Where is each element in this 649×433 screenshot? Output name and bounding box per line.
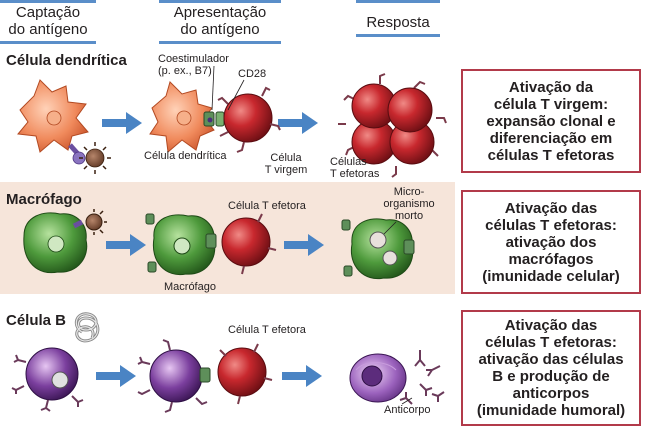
presentation-header-line-top (159, 0, 281, 3)
capture-header-line-bottom (0, 41, 96, 44)
bcell-outcome-box: Ativação das células T efetoras: ativaçã… (461, 310, 641, 426)
dead-microbe-label: Micro- organismo morto (383, 186, 435, 222)
dendritic-outcome-box: Ativação da célula T virgem: expansão cl… (461, 69, 641, 173)
macrophage-row-title: Macrófago (6, 191, 82, 208)
presentation-header-line-bottom (159, 41, 281, 44)
macrophage-arrow-2 (284, 234, 324, 256)
macrophage-capture (23, 209, 107, 274)
effector-t-cell-label-macrophage-row: Célula T efetora (228, 200, 306, 212)
effector-t-cell-label-bcell-row: Célula T efetora (228, 324, 306, 336)
effector-t-cells-label: Células T efetoras (330, 156, 380, 180)
response-header: Resposta (366, 14, 430, 31)
dendritic-cell-capture (17, 79, 89, 153)
effector-t-cell-macrophage-row (221, 213, 277, 275)
costimulator-label: Coestimulador (p. ex., B7) (158, 53, 229, 77)
naive-t-cell (217, 86, 281, 153)
b-cell-capture (11, 347, 84, 412)
presentation-header: Apresentação do antígeno (173, 4, 267, 38)
macrophage-label: Macrófago (164, 281, 216, 293)
cd28-label: CD28 (238, 68, 267, 80)
dendritic-cell-label: Célula dendrítica (144, 150, 227, 162)
antigen-microbe-capture (68, 142, 111, 174)
antigen-protein-coil (74, 312, 100, 343)
response-header-line-top (356, 0, 440, 3)
dendritic-arrow-1 (102, 112, 142, 134)
b-cell-presenting (137, 339, 211, 413)
dead-microbe-pointer (383, 221, 397, 235)
capture-header: Captação do antígeno (8, 4, 88, 38)
dendritic-cell-presenting (149, 81, 215, 153)
macrophage-presenting (145, 213, 217, 276)
naive-t-cell-label: Célula T virgem (264, 152, 308, 176)
cd28-pointer (227, 79, 245, 111)
dendritic-row-title: Célula dendrítica (6, 52, 127, 69)
bcell-arrow-1 (96, 365, 136, 387)
bcell-arrow-2 (282, 365, 322, 387)
effector-t-cells-cluster (338, 73, 447, 178)
response-header-line-bottom (356, 34, 440, 37)
antibody-label: Anticorpo (384, 404, 431, 416)
macrophage-arrow-1 (106, 234, 146, 256)
mhc-costimulator-complex (203, 111, 225, 127)
plasma-cell (349, 353, 407, 403)
capture-header-line-top (0, 0, 96, 3)
costimulator-pointer (211, 65, 215, 111)
bcell-row-title: Célula B (6, 312, 67, 329)
antibodies (399, 350, 445, 405)
antibody-pointer (401, 397, 413, 405)
effector-t-cell-bcell-row (217, 343, 273, 405)
dendritic-arrow-2 (278, 112, 318, 134)
activated-macrophage (341, 218, 415, 280)
macrophage-outcome-box: Ativação das células T efetoras: ativaçã… (461, 190, 641, 294)
